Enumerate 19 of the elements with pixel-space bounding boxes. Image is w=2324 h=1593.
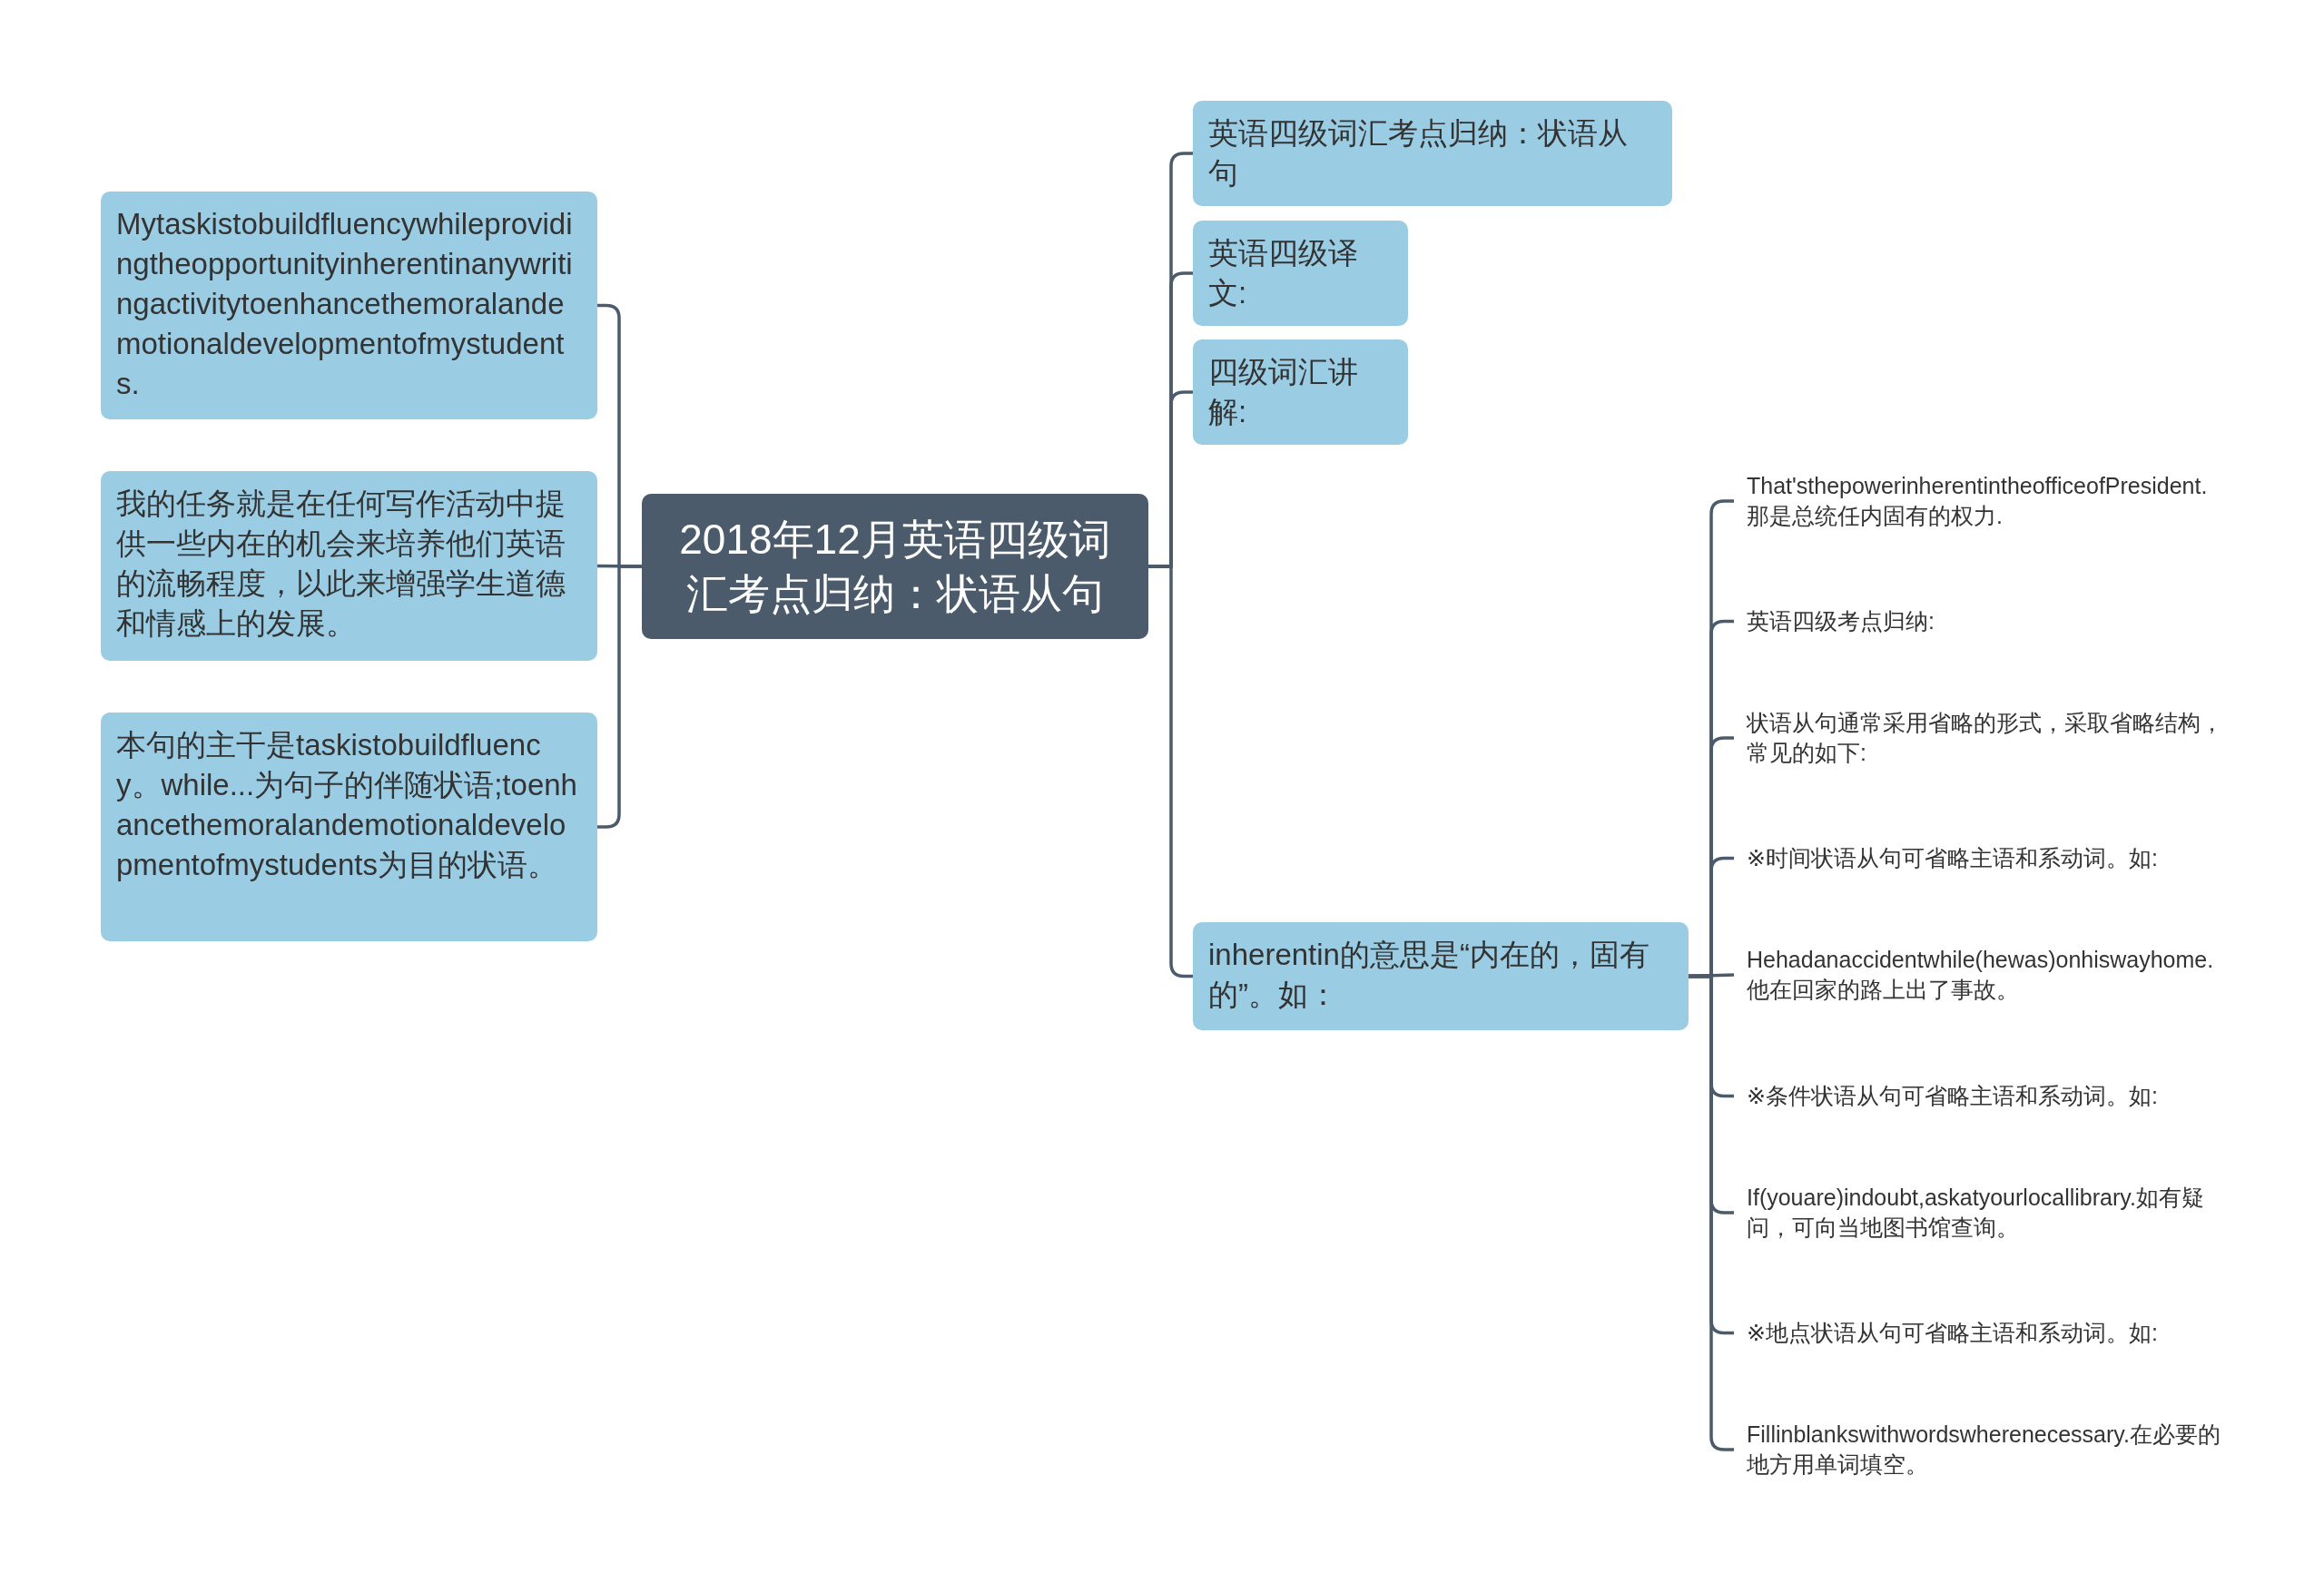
topic-text: ※时间状语从句可省略主语和系动词。如: — [1734, 842, 2224, 873]
connector-line — [597, 565, 642, 829]
topic-box: 我的任务就是在任何写作活动中提供一些内在的机会来培养他们英语的流畅程度，以此来增强学生道德和情感上的发展。 — [101, 471, 597, 661]
topic-box: 本句的主干是taskistobuildfluency。while...为句子的伴随状语;toenhancethemoralandemotionaldevelopmentofmystudents为目的状语。 — [101, 713, 597, 941]
central-topic-box: 2018年12月英语四级词汇考点归纳：状语从句 — [642, 494, 1148, 639]
topic-box: 四级词汇讲解: — [1193, 339, 1408, 445]
topic-box: Mytaskistobuildfluencywhileprovidingtheopportunityinherentinanywritingactivitytoenhancethemoralandemotionaldevelopmentofmystudents. — [101, 192, 597, 419]
topic-text: Fillinblankswithwordswherenecessary.在必要的地方用单词填空。 — [1734, 1420, 2224, 1480]
topic-text: ※地点状语从句可省略主语和系动词。如: — [1734, 1317, 2224, 1348]
topic-box: 英语四级译文: — [1193, 221, 1408, 326]
topic-box: 英语四级词汇考点归纳：状语从句 — [1193, 101, 1672, 206]
connector-line — [1148, 565, 1193, 978]
topic-text: ※条件状语从句可省略主语和系动词。如: — [1734, 1080, 2224, 1111]
topic-text: Hehadanaccidentwhile(hewas)onhiswayhome.他在回家的路上出了事故。 — [1734, 945, 2224, 1005]
topic-text: That'sthepowerinherentintheofficeofPresident.那是总统任内固有的权力. — [1734, 471, 2224, 531]
topic-box: inherentin的意思是“内在的，固有的”。如： — [1193, 922, 1689, 1030]
topic-text: 英语四级考点归纳: — [1734, 605, 2224, 636]
topic-text: 状语从句通常采用省略的形式，采取省略结构，常见的如下: — [1734, 708, 2224, 768]
topic-text: If(youare)indoubt,askatyourlocallibrary.如有疑问，可向当地图书馆查询。 — [1734, 1183, 2224, 1243]
